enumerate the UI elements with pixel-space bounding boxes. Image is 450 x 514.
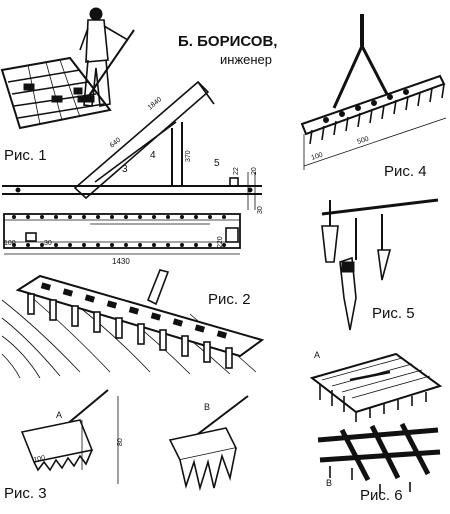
fig2-rake-on-soil: Рис. 2 bbox=[1, 269, 265, 379]
fig1-part-4: 4 bbox=[150, 150, 156, 161]
fig2-rake-teeth bbox=[27, 293, 233, 369]
fig1-dim-board-w: 220 bbox=[217, 236, 224, 248]
fig6-label-b: В bbox=[326, 478, 332, 488]
fig1-board-plan: 100 30 1430 220 bbox=[3, 213, 241, 266]
fig1-worker bbox=[77, 7, 135, 107]
fig1-dim-tooth-100: 100 bbox=[4, 240, 16, 247]
fig4-dim-100: 100 bbox=[310, 152, 323, 162]
fig1-dim-board-len: 1430 bbox=[112, 257, 130, 266]
fig2-caption: Рис. 2 bbox=[208, 291, 251, 308]
fig3-tooth-blocks: А 100 80 В Рис. 3 bbox=[4, 389, 249, 502]
fig1-dim-22: 22 bbox=[233, 167, 240, 175]
fig1-caption: Рис. 1 bbox=[4, 147, 47, 164]
fig6-marker-a: А bbox=[309, 350, 443, 422]
fig3-dim-100: 100 bbox=[33, 455, 46, 464]
fig6-marker-b: В bbox=[317, 422, 441, 494]
fig3-dim-80: 80 bbox=[117, 438, 124, 446]
fig1-part-5: 5 bbox=[214, 158, 220, 169]
fig1-dim-20: 20 bbox=[251, 167, 258, 175]
fig3-label-b: В bbox=[204, 402, 210, 412]
fig5-row-marker: Рис. 5 bbox=[321, 198, 439, 331]
fig1-ground-frame bbox=[0, 56, 112, 130]
fig6-markers: А В Рис. 6 bbox=[309, 350, 443, 504]
fig6-label-a: А bbox=[314, 350, 320, 360]
fig4-rake-with-handle: 100 500 Рис. 4 bbox=[300, 14, 447, 180]
fig3-caption: Рис. 3 bbox=[4, 485, 47, 502]
fig1-board-holes bbox=[12, 215, 226, 247]
fig3-block-a: А 100 bbox=[20, 389, 109, 472]
author-name: Б. БОРИСОВ, bbox=[178, 33, 277, 50]
fig1-dim-tooth-30: 30 bbox=[44, 240, 52, 247]
fig1-part-3: 3 bbox=[122, 164, 128, 175]
fig1-dim-height: 370 bbox=[185, 150, 192, 162]
fig6-caption: Рис. 6 bbox=[360, 487, 403, 504]
fig1-dim-handle: 1840 bbox=[147, 96, 164, 111]
fig4-rake-holes bbox=[323, 89, 409, 123]
author-title: инженер bbox=[220, 52, 272, 67]
fig2-rake-slots bbox=[40, 282, 228, 339]
fig1-dim-brace: 640 bbox=[109, 137, 123, 150]
fig1-worker-scene: Рис. 1 bbox=[0, 7, 135, 164]
fig1-dim-30: 30 bbox=[257, 206, 264, 214]
fig4-caption: Рис. 4 bbox=[384, 163, 427, 180]
fig4-dim-500: 500 bbox=[356, 136, 369, 146]
fig5-caption: Рис. 5 bbox=[372, 305, 415, 322]
fig3-label-a: А bbox=[56, 410, 62, 420]
fig3-block-b: В bbox=[168, 395, 249, 492]
fig4-rake-teeth bbox=[309, 83, 445, 145]
